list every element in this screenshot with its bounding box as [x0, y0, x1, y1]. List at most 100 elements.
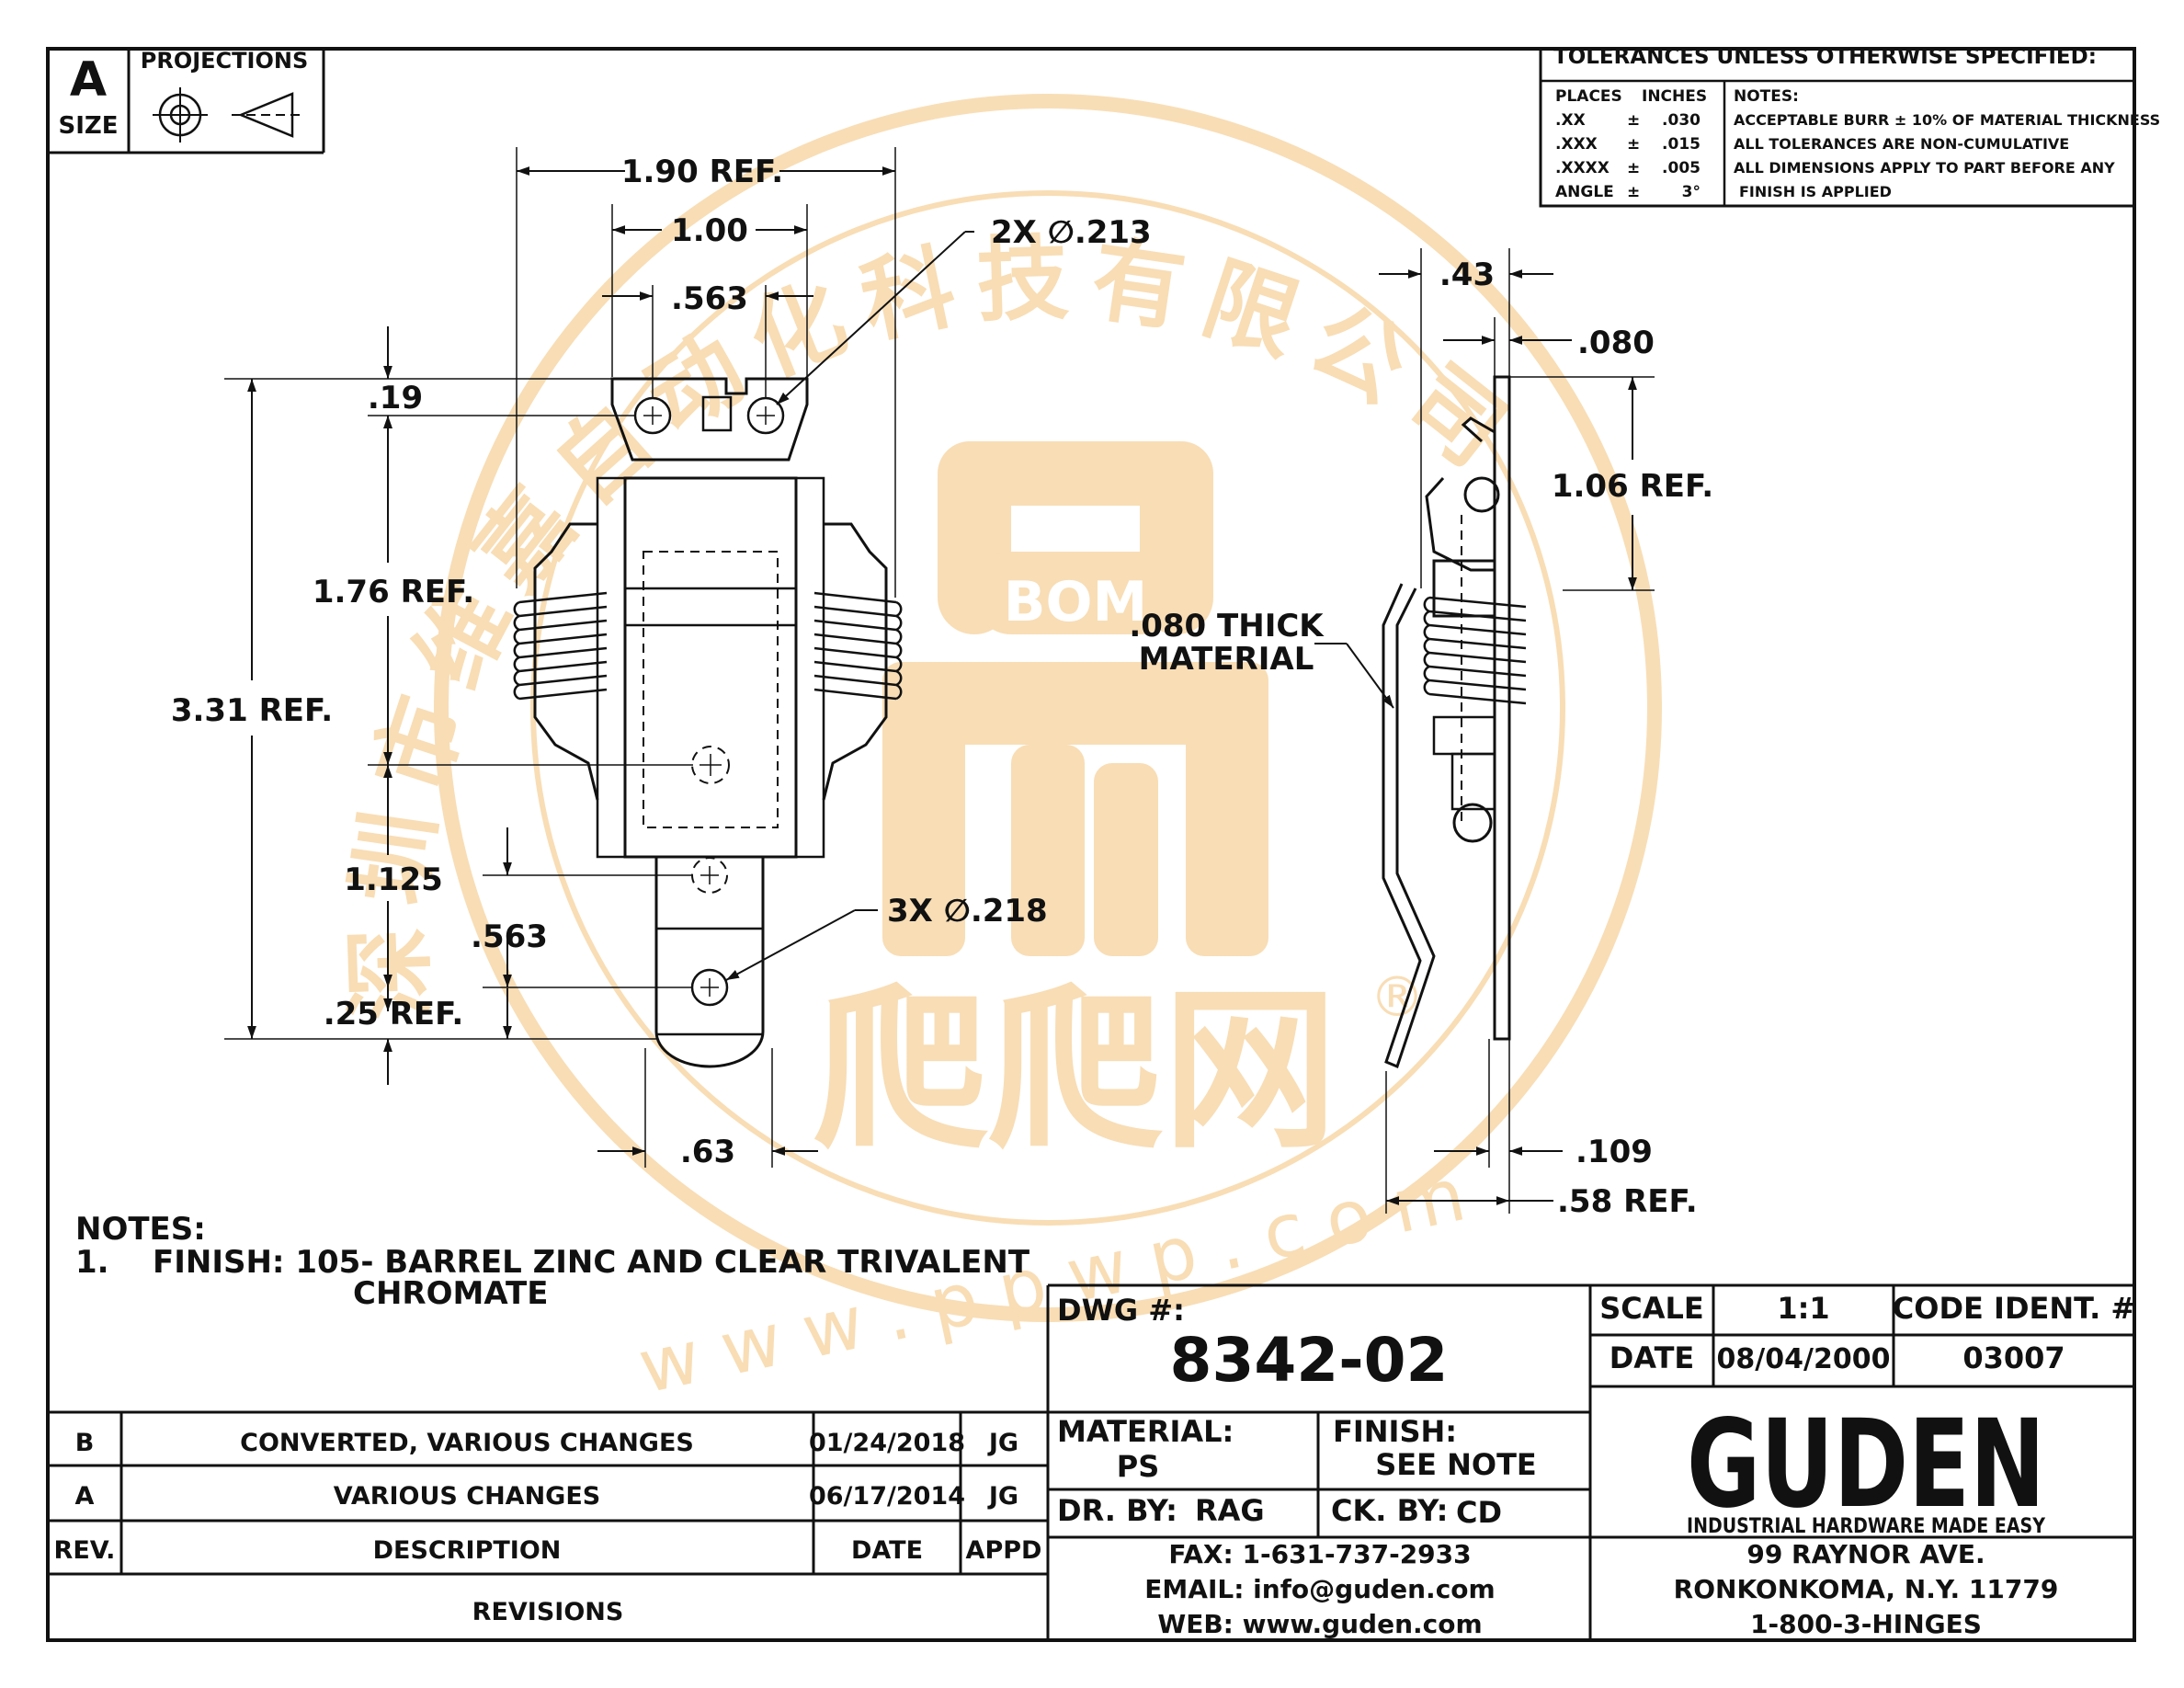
- tol-col-inches: INCHES: [1642, 87, 1707, 106]
- watermark-big-text: 爬爬网: [813, 969, 1337, 1172]
- tol-value-0: .030: [1662, 111, 1701, 130]
- scale-value: 1:1: [1777, 1291, 1829, 1326]
- finish-value: SEE NOTE: [1375, 1447, 1537, 1482]
- logo-tagline: INDUSTRIAL HARDWARE MADE EASY: [1687, 1515, 2046, 1538]
- watermark-ring-inner: [530, 190, 1565, 1226]
- rev-header-desc: DESCRIPTION: [373, 1536, 562, 1565]
- dim-1-76-ref: 1.76 REF.: [313, 574, 474, 610]
- tol-places-1: .XXX: [1555, 135, 1598, 154]
- dim-1-90-ref: 1.90 REF.: [621, 154, 783, 190]
- tolerance-title: TOLERANCES UNLESS OTHERWISE SPECIFIED:: [1553, 45, 2097, 69]
- dwg-number: 8342-02: [1170, 1325, 1449, 1396]
- dim-0-25-ref: .25 REF.: [324, 996, 464, 1032]
- dimensions-side: .43 .080 1.06 REF. .080 THICK MATERIAL .…: [1129, 248, 1713, 1220]
- tol-note-2: ALL DIMENSIONS APPLY TO PART BEFORE ANY: [1734, 159, 2115, 177]
- tol-col-places: PLACES: [1555, 87, 1622, 106]
- checked-by-label: CK. BY:: [1331, 1493, 1448, 1528]
- checked-by-value: CD: [1456, 1495, 1502, 1530]
- size-block: A SIZE PROJECTIONS: [48, 48, 325, 154]
- tol-value-3: 3°: [1682, 183, 1701, 201]
- address-line-1: 99 RAYNOR AVE.: [1746, 1539, 1985, 1569]
- notes-line-1: FINISH: 105- BARREL ZINC AND CLEAR TRIVA…: [153, 1244, 1030, 1281]
- dim-0-58-ref: .58 REF.: [1557, 1183, 1698, 1220]
- drawn-by-label: DR. BY:: [1057, 1493, 1177, 1528]
- revisions-footer: REVISIONS: [472, 1598, 624, 1626]
- dim-0-563-top: .563: [671, 280, 748, 317]
- material-value: PS: [1117, 1449, 1160, 1484]
- dim-3-31-ref: 3.31 REF.: [171, 692, 333, 729]
- material-label: MATERIAL:: [1057, 1414, 1234, 1449]
- guden-logo: GUDEN INDUSTRIAL HARDWARE MADE EASY: [1687, 1394, 2046, 1538]
- finish-label: FINISH:: [1333, 1414, 1457, 1449]
- projections-label: PROJECTIONS: [141, 48, 308, 74]
- address-line-2: RONKONKOMA, N.Y. 11779: [1674, 1574, 2059, 1604]
- sheet-border: [46, 47, 2136, 1642]
- dim-0-19: .19: [368, 380, 423, 416]
- rev-a-date: 06/17/2014: [809, 1482, 965, 1511]
- thick-label-1: .080 THICK: [1129, 608, 1325, 644]
- mount-hole-right: [746, 396, 785, 435]
- rev-b-appd: JG: [987, 1429, 1018, 1457]
- logo-text: GUDEN: [1687, 1394, 2045, 1535]
- thick-label-2: MATERIAL: [1139, 641, 1314, 678]
- watermark-logo: [882, 441, 1268, 956]
- tol-places-3: ANGLE: [1555, 183, 1614, 201]
- code-ident-label: CODE IDENT. #: [1893, 1291, 2135, 1326]
- tol-notes-label: NOTES:: [1734, 87, 1799, 106]
- watermark: 深圳市维嘉自动化科技有限公司 BOM 爬爬网 ® w w w . p p w p…: [335, 94, 1662, 1410]
- rev-header-date: DATE: [851, 1536, 923, 1565]
- tol-pm-3: ±: [1627, 183, 1640, 201]
- rev-b-date: 01/24/2018: [809, 1429, 965, 1457]
- tol-pm-1: ±: [1627, 135, 1640, 154]
- tol-places-2: .XXXX: [1555, 159, 1610, 177]
- fax: FAX: 1-631-737-2933: [1168, 1539, 1471, 1569]
- dim-2x-dia-213: 2X ∅.213: [991, 214, 1152, 251]
- code-ident-value: 03007: [1962, 1340, 2065, 1375]
- email: EMAIL: info@guden.com: [1144, 1574, 1495, 1604]
- rev-b-letter: B: [75, 1429, 95, 1457]
- date-value: 08/04/2000: [1717, 1343, 1891, 1375]
- tol-note-0: ACCEPTABLE BURR ± 10% OF MATERIAL THICKN…: [1734, 111, 2160, 129]
- notes-heading: NOTES:: [75, 1211, 206, 1248]
- size-letter: A: [70, 52, 107, 108]
- tol-value-2: .005: [1662, 159, 1701, 177]
- size-label: SIZE: [58, 112, 118, 140]
- tol-pm-0: ±: [1627, 111, 1640, 130]
- dim-1-00: 1.00: [671, 212, 748, 249]
- rev-header-appd: APPD: [966, 1536, 1042, 1565]
- watermark-bom: BOM: [1004, 570, 1147, 634]
- tolerance-block: TOLERANCES UNLESS OTHERWISE SPECIFIED: P…: [1539, 45, 2160, 208]
- spring-right: [813, 591, 903, 701]
- notes-line-2: CHROMATE: [353, 1275, 548, 1312]
- dim-1-125: 1.125: [344, 861, 443, 898]
- dim-0-109: .109: [1575, 1134, 1653, 1170]
- dim-0-080: .080: [1577, 325, 1655, 361]
- date-label: DATE: [1610, 1340, 1695, 1375]
- tol-places-0: .XX: [1555, 111, 1586, 130]
- web: WEB: www.guden.com: [1157, 1609, 1482, 1639]
- tol-value-1: .015: [1662, 135, 1701, 154]
- dim-0-43: .43: [1439, 257, 1495, 293]
- dimensions-front: 1.90 REF. 1.00 .563 2X ∅.213 3.31 REF. .…: [171, 147, 1152, 1170]
- drawing-notes: NOTES: 1. FINISH: 105- BARREL ZINC AND C…: [75, 1211, 1030, 1312]
- dim-0-563-low: .563: [471, 918, 548, 955]
- revisions-table: B CONVERTED, VARIOUS CHANGES 01/24/2018 …: [48, 1410, 1048, 1626]
- tol-note-3: FINISH IS APPLIED: [1739, 183, 1892, 200]
- title-block: DWG #: 8342-02 SCALE 1:1 CODE IDENT. # D…: [1046, 1283, 2135, 1640]
- third-angle-projection-icon: [153, 87, 303, 143]
- side-view: [1382, 375, 1527, 1069]
- spring-side: [1423, 596, 1527, 705]
- dim-3x-dia-218: 3X ∅.218: [887, 893, 1048, 930]
- spring-left: [513, 591, 608, 701]
- dim-0-63: .63: [680, 1134, 735, 1170]
- rev-a-letter: A: [75, 1482, 95, 1511]
- drawn-by-value: RAG: [1195, 1493, 1265, 1528]
- notes-num: 1.: [75, 1244, 109, 1281]
- dwg-label: DWG #:: [1057, 1293, 1185, 1328]
- tol-pm-2: ±: [1627, 159, 1640, 177]
- rev-b-desc: CONVERTED, VARIOUS CHANGES: [240, 1429, 694, 1457]
- rev-a-appd: JG: [987, 1482, 1018, 1511]
- rev-a-desc: VARIOUS CHANGES: [334, 1482, 600, 1511]
- rev-header-rev: REV.: [54, 1536, 116, 1565]
